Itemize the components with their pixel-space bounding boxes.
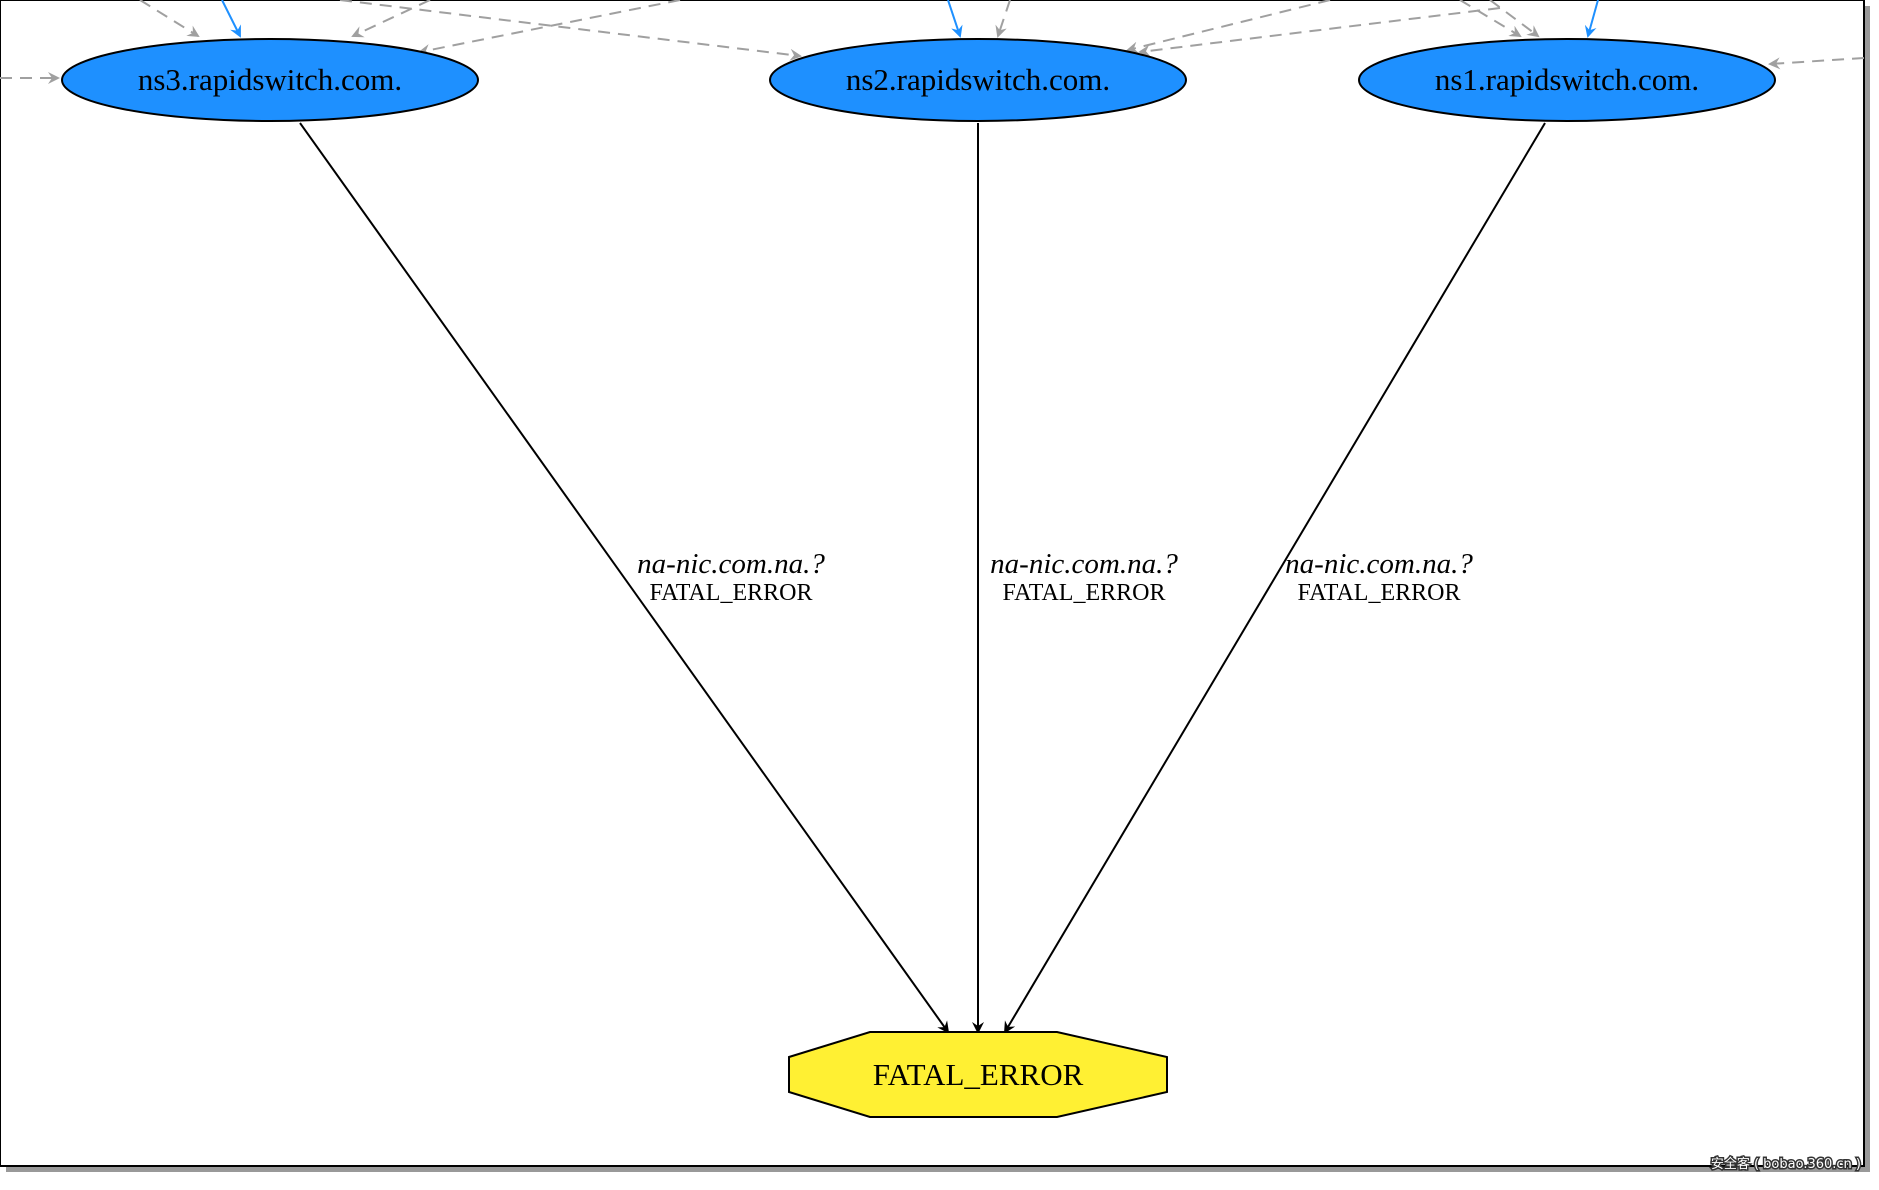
dashed-edge xyxy=(339,0,802,61)
edge-label-query-ns2: na-nic.com.na.? xyxy=(990,548,1178,580)
node-ns3-shape xyxy=(61,38,479,122)
blue-edge xyxy=(1584,0,1599,38)
edge-ns3-to-fatal xyxy=(299,122,950,1034)
dashed-edge xyxy=(1138,7,1501,57)
dashed-edge xyxy=(418,0,681,56)
edge-label-query-ns1: na-nic.com.na.? xyxy=(1285,548,1473,580)
node-fatal-error[interactable]: FATAL_ERROR xyxy=(788,1031,1168,1118)
edge-label-status-ns2: FATAL_ERROR xyxy=(1003,580,1166,606)
node-fatal-error-label: FATAL_ERROR xyxy=(873,1057,1084,1092)
dashed-edge xyxy=(1459,0,1522,38)
blue-edge xyxy=(221,0,241,38)
watermark: 安全客 ( bobao.360.cn ) xyxy=(1709,1155,1862,1174)
edge-ns1-to-fatal xyxy=(1003,122,1546,1034)
incoming-blue-edges xyxy=(221,0,1599,38)
edge-labels: na-nic.com.na.? FATAL_ERROR na-nic.com.n… xyxy=(637,548,1473,606)
node-ns1-shape xyxy=(1358,38,1776,122)
node-ns3[interactable]: ns3.rapidswitch.com. xyxy=(61,38,479,122)
frame-border xyxy=(0,0,1865,1167)
edge-label-query-ns3: na-nic.com.na.? xyxy=(637,548,825,580)
node-ns2-shape xyxy=(769,38,1187,122)
node-ns2-label: ns2.rapidswitch.com. xyxy=(846,62,1110,97)
node-ns2[interactable]: ns2.rapidswitch.com. xyxy=(769,38,1187,122)
dashed-edge xyxy=(995,0,1011,38)
node-fatal-error-shape xyxy=(788,1031,1168,1118)
watermark-text: 安全客 ( bobao.360.cn ) xyxy=(1711,1156,1861,1172)
edge-label-status-ns1: FATAL_ERROR xyxy=(1298,580,1461,606)
node-ns1-label: ns1.rapidswitch.com. xyxy=(1435,62,1699,97)
dashed-edge xyxy=(351,0,431,38)
dashed-edge xyxy=(139,0,200,38)
edge-label-status-ns3: FATAL_ERROR xyxy=(650,580,813,606)
dashed-edge xyxy=(1768,57,1865,70)
node-ns1[interactable]: ns1.rapidswitch.com. xyxy=(1358,38,1776,122)
dashed-edge xyxy=(1489,0,1540,38)
incoming-dashed-edges xyxy=(0,0,1865,84)
node-ns3-label: ns3.rapidswitch.com. xyxy=(138,62,402,97)
blue-edge xyxy=(947,0,963,38)
error-edges xyxy=(299,122,1546,1034)
dashed-edge xyxy=(1126,0,1331,54)
